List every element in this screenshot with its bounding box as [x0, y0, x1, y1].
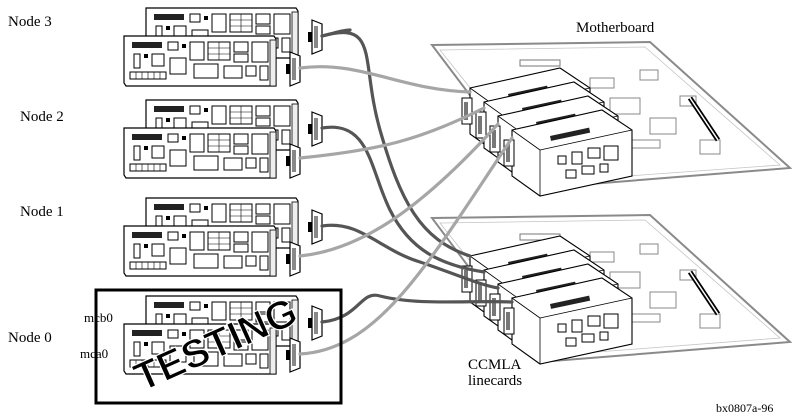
connector-node2-a — [307, 111, 323, 147]
testing-box — [94, 288, 343, 405]
node-3-boards — [123, 7, 323, 87]
connector-node3-a — [307, 19, 323, 55]
node-2-boards — [123, 99, 323, 179]
node-1-label: Node 1 — [20, 204, 64, 220]
mcb0-label: mcb0 — [84, 310, 113, 325]
connector-node0-a — [307, 305, 323, 341]
node-0-label: Node 0 — [8, 330, 52, 346]
node-3-label: Node 3 — [8, 14, 52, 30]
node-2-label: Node 2 — [20, 109, 64, 125]
cables — [298, 28, 514, 356]
motherboard-label: Motherboard — [576, 20, 655, 36]
node-1-boards — [123, 197, 323, 277]
linecards-label-line1: CCMLA — [468, 357, 522, 373]
mca0-label: mca0 — [80, 346, 108, 361]
figure-id-label: bx0807a-96 — [716, 401, 773, 415]
linecards-label-line2: linecards — [468, 373, 522, 389]
connector-node1-a — [307, 209, 323, 245]
